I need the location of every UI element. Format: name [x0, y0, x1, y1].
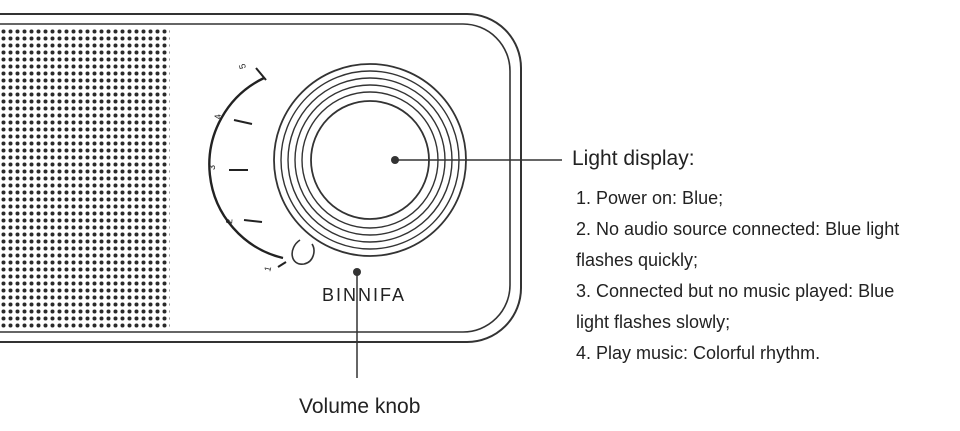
- speaker-body-outer: [0, 13, 522, 343]
- scale-label-5: 5: [237, 63, 248, 70]
- scale-label-3: 3: [207, 165, 217, 170]
- volume-scale-labels: 1 2 3 4 5: [207, 63, 273, 273]
- note-line: 2. No audio source connected: Blue light: [576, 219, 900, 239]
- knob-indicator: [291, 239, 315, 265]
- scale-tick-5: [255, 67, 267, 81]
- scale-tick-1: [277, 261, 287, 268]
- light-display-title: Light display:: [572, 147, 695, 170]
- volume-scale-arc: [208, 76, 284, 260]
- scale-tick-2: [243, 219, 263, 223]
- note-line: flashes quickly;: [576, 250, 699, 270]
- speaker-body-inner: [0, 23, 511, 333]
- speaker-grille: [0, 27, 170, 329]
- volume-knob-label: Volume knob: [299, 395, 421, 418]
- brand-logo: BINNIFA: [322, 285, 406, 305]
- scale-label-2: 2: [224, 218, 234, 224]
- note-line: light flashes slowly;: [576, 312, 731, 332]
- scale-tick-4: [233, 119, 253, 125]
- volume-scale-ticks: [229, 67, 287, 268]
- note-line: 3. Connected but no music played: Blue: [576, 281, 895, 301]
- note-line: 4. Play music: Colorful rhythm.: [576, 343, 821, 363]
- scale-label-1: 1: [262, 265, 273, 272]
- scale-label-4: 4: [213, 114, 223, 120]
- note-line: 1. Power on: Blue;: [576, 188, 724, 208]
- light-display-notes: 1. Power on: Blue; 2. No audio source co…: [576, 183, 956, 369]
